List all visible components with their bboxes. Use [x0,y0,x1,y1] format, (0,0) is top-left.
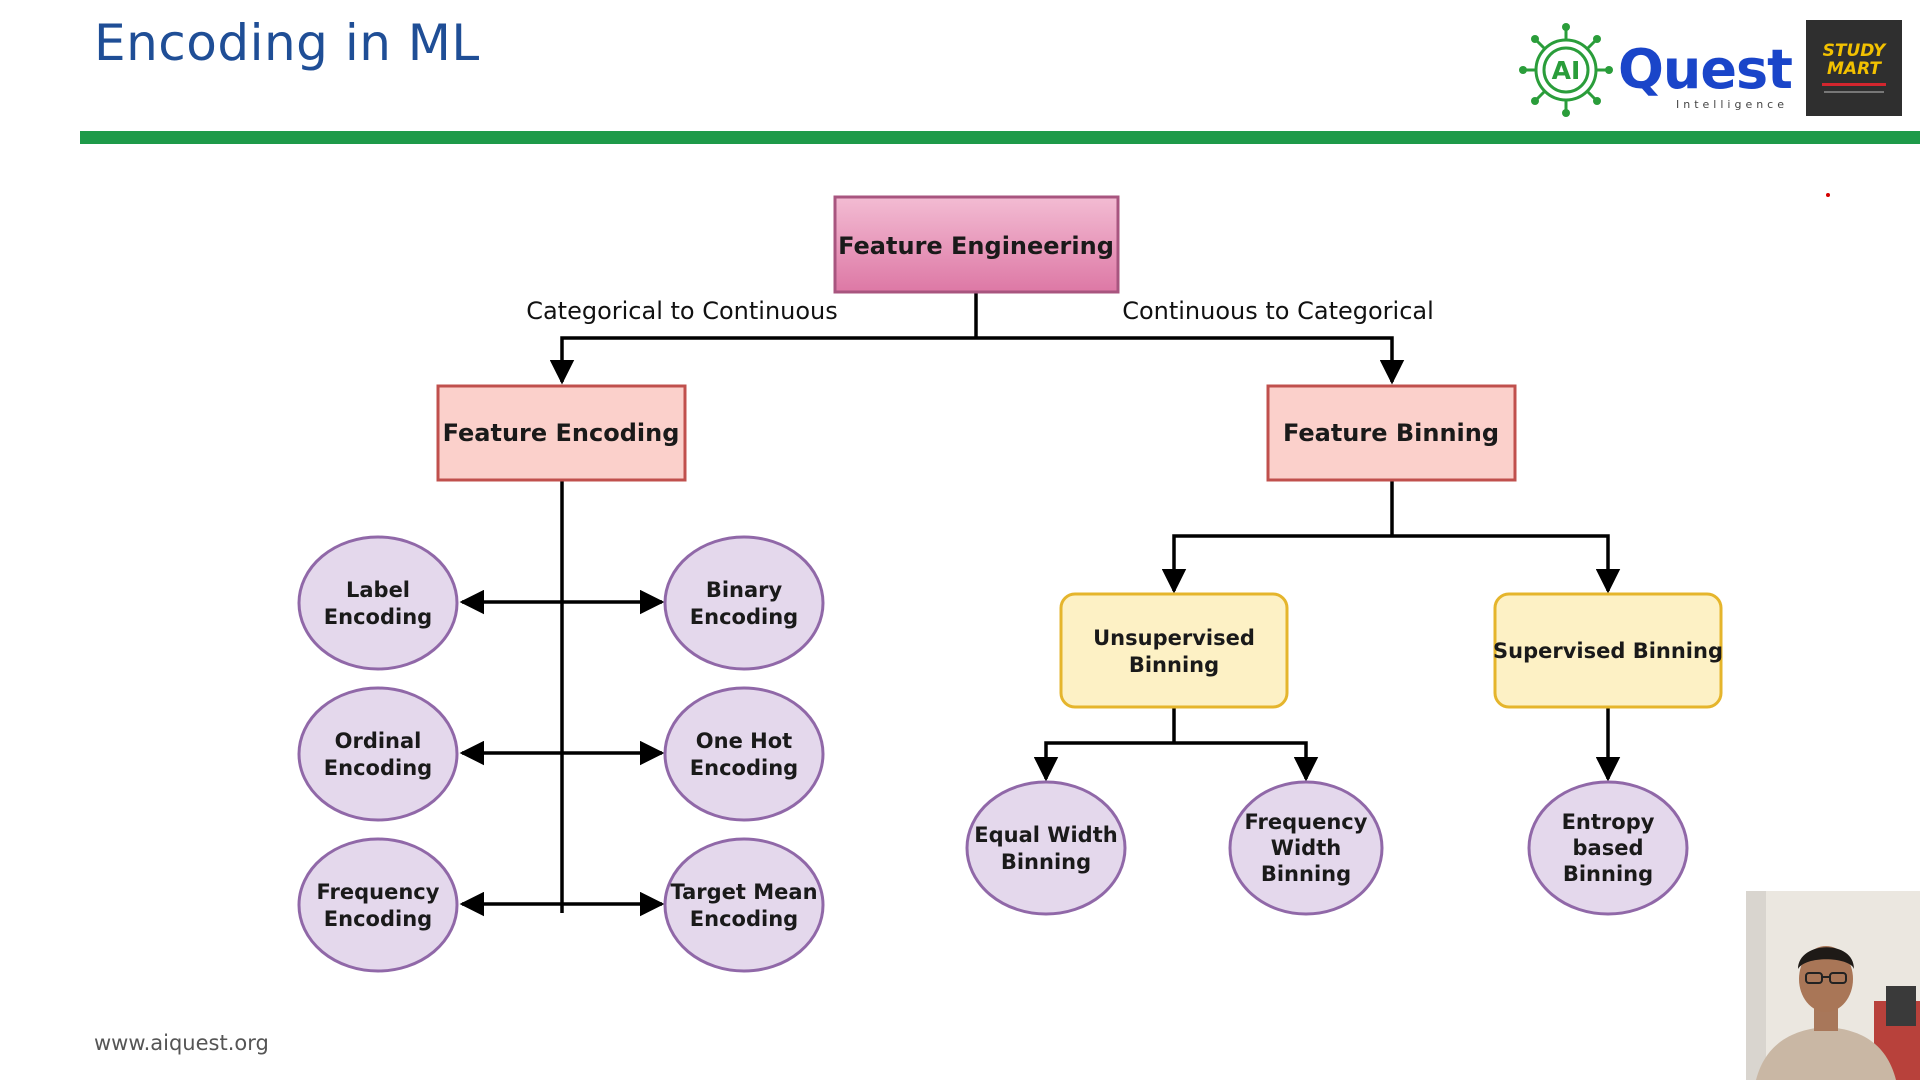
frequency-width-binning-node [1228,780,1384,916]
study-mart-logo: STUDY MART [1806,20,1902,116]
frequency-encoding-line2: Encoding [324,907,432,931]
ordinal-encoding-line1: Ordinal [335,729,422,753]
equal-width-binning-line2: Binning [1001,850,1091,874]
ai-quest-logo: AI Quest Intelligence [1518,20,1793,120]
study-mart-underline [1822,83,1886,86]
study-mart-fine-print [1824,91,1884,93]
one-hot-encoding-node [663,686,825,822]
target-mean-encoding-line1: Target Mean [670,880,817,904]
label-encoding-line1: Label [346,578,410,602]
arrow-to-feature-binning [976,336,1405,385]
one-hot-encoding-line1: One Hot [696,729,792,753]
quest-tagline: Intelligence [1676,98,1789,111]
feature-engineering-box [833,195,1120,294]
arrow-to-supervised-binning [1392,534,1621,594]
feature-binning-label: Feature Binning [1283,419,1499,447]
laser-pointer-dot [1826,193,1830,197]
supervised-binning-label: Supervised Binning [1493,639,1723,663]
frequency-width-binning-line1: Frequency [1245,810,1368,834]
one-hot-encoding-line2: Encoding [690,756,798,780]
feature-binning-box [1266,384,1517,482]
ai-badge-text: AI [1552,56,1581,85]
frequency-width-binning-line3: Binning [1261,862,1351,886]
entropy-binning-line1: Entropy [1562,810,1655,834]
target-mean-encoding-node [663,837,825,973]
equal-width-binning-line1: Equal Width [974,823,1117,847]
arrow-to-frequency-width-binning [1174,741,1319,782]
feature-engineering-label: Feature Engineering [838,232,1114,260]
arrow-to-unsupervised-binning [1161,534,1392,594]
branch-label-continuous-to-categorical: Continuous to Categorical [1122,297,1434,325]
entropy-binning-line2: based [1573,836,1644,860]
label-encoding-node [297,535,459,671]
arrow-to-equal-width-binning [1033,741,1174,782]
study-mart-line1: STUDY [1822,41,1886,61]
binning-method-nodes [965,780,1689,916]
frequency-width-binning-line2: Width [1271,836,1341,860]
frequency-encoding-line1: Frequency [317,880,440,904]
supervised-binning-box [1493,592,1723,709]
quest-wordmark: Quest [1618,38,1793,101]
entropy-binning-node [1527,780,1689,916]
frequency-encoding-node [297,837,459,973]
binary-encoding-line2: Encoding [690,605,798,629]
footer-url: www.aiquest.org [94,1031,269,1055]
unsupervised-binning-line1: Unsupervised [1093,626,1255,650]
presenter-image [1746,891,1920,1080]
ai-chip-icon: AI [1519,23,1613,117]
feature-encoding-box [436,384,687,482]
branch-label-categorical-to-continuous: Categorical to Continuous [526,297,838,325]
arrow-to-feature-encoding [549,336,976,385]
diagram-connectors [459,292,1621,917]
label-encoding-line2: Encoding [324,605,432,629]
unsupervised-binning-line2: Binning [1129,653,1219,677]
ordinal-encoding-line2: Encoding [324,756,432,780]
study-mart-line2: MART [1827,59,1881,79]
binary-encoding-line1: Binary [706,578,783,602]
equal-width-binning-node [965,780,1127,916]
entropy-binning-line3: Binning [1563,862,1653,886]
target-mean-encoding-line2: Encoding [690,907,798,931]
unsupervised-binning-box [1059,592,1289,709]
feature-encoding-label: Feature Encoding [443,419,680,447]
title-divider [80,131,1920,144]
encoding-method-nodes [297,535,825,973]
binary-encoding-node [663,535,825,671]
slide-title: Encoding in ML [94,14,480,72]
presenter-webcam [1746,891,1920,1080]
ordinal-encoding-node [297,686,459,822]
